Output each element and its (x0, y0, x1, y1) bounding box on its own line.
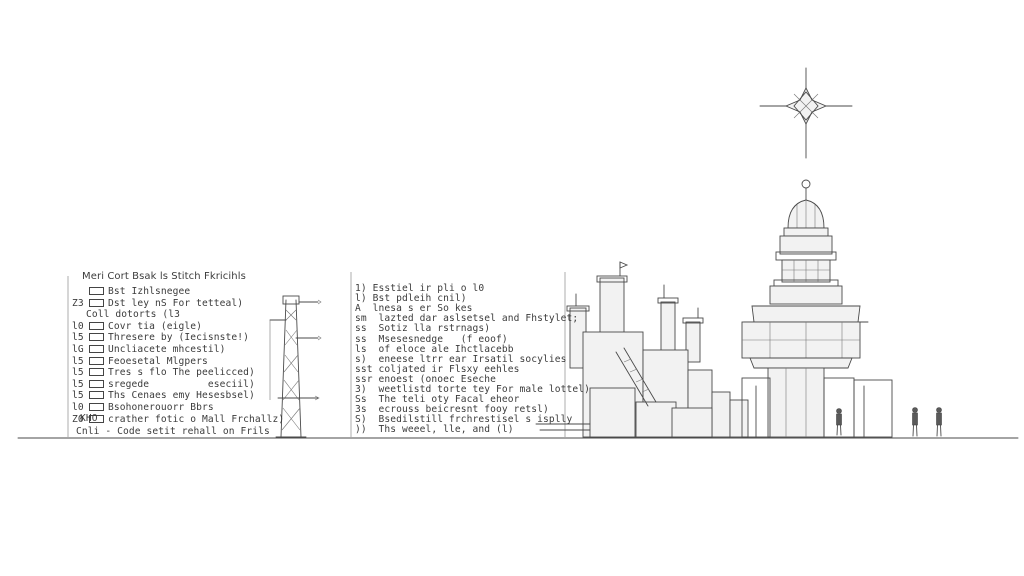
legend-item-label: Feoesetal Mlgpers (108, 355, 208, 367)
list-item: 3) weetlistd torte tey For male lottel) (355, 384, 591, 395)
legend-swatch (89, 345, 104, 353)
legend-item: Coll dotorts (l3 (72, 308, 180, 321)
legend-item: l5 Tres s flo The peelicced) (72, 366, 255, 379)
legend-item-number: l5 (72, 367, 84, 379)
person-figure (912, 407, 918, 437)
legend-item-label: sregede eseciil) (108, 378, 255, 390)
legend-footer: Cnli - Code setit rehall on Frils (76, 426, 270, 437)
legend-item-number: l5 (72, 390, 84, 402)
legend-item: l5 Thresere by (Iecisnste!) (72, 331, 249, 344)
list-item: 3s ecrouss beicresnt fooy retsl) (355, 404, 549, 416)
list-item: s) eneese ltrr ear Irsatil socylies (355, 353, 567, 365)
list-item: Ss The teli oty Facal eheor (355, 394, 520, 406)
list-item: sm lazted dar aslsetsel and Fhstylet; (355, 313, 579, 325)
legend-item: Z0 crather fotic o Mall Frchallz) (72, 413, 284, 426)
list-item: 1) Esstiel ir pli o l0 (355, 283, 485, 294)
list-item: S) Bsedilstill frchrestisel s isplly (355, 414, 573, 426)
legend-item: l5 Ths Cenaes emy Hesesbsel) (72, 389, 255, 402)
legend-item: Bst Izhlsnegee (72, 285, 190, 298)
lattice-pylon (269, 295, 322, 438)
legend-item-label: Coll dotorts (l3 (86, 309, 181, 321)
legend-swatch (89, 391, 104, 400)
person-figure (836, 408, 842, 436)
legend-kho: KHO (80, 413, 98, 424)
legend-item: Z3 Dst ley nS For tetteal) (72, 297, 243, 310)
legend-item-label: Bsohonerouorr Bbrs (108, 402, 214, 413)
list-item: ss Sotiz lla rstrnags) (355, 323, 491, 335)
legend-item-number: l0 (72, 402, 84, 413)
legend-item-label: Dst ley nS For tetteal) (108, 297, 244, 309)
legend-item: l5 sregede eseciil) (72, 378, 255, 391)
legend-item-number: Z0 (72, 413, 84, 425)
legend-swatch (89, 333, 104, 342)
legend-item-label: Tres s flo The peelicced) (108, 367, 255, 379)
legend-swatch (89, 403, 104, 411)
legend-title: Meri Cort Bsak ls Stitch Fkricihls (82, 271, 246, 282)
list-item: ls of eloce ale Ihctlacebb (355, 343, 514, 355)
domed-tower (741, 179, 893, 438)
legend-item-number: l5 (72, 378, 84, 390)
list-item: ssr enoest (onoec Eseche (355, 373, 497, 385)
legend-item: l0 Bsohonerouorr Bbrs (72, 401, 214, 414)
legend-swatch (89, 414, 104, 423)
legend-item-number: l5 (72, 332, 84, 344)
legend-item-label: Uncliacete mhcestil) (108, 344, 226, 355)
legend-item-label: Covr tia (eigle) (108, 320, 203, 332)
legend-swatch (89, 287, 104, 295)
list-item: )) Ths weeel, lle, and (l) (355, 424, 514, 436)
legend-item-number: l5 (72, 355, 84, 367)
legend-swatch (89, 298, 104, 307)
list-item: l) Bst pdleih cnil) (355, 293, 467, 305)
legend-swatch (89, 321, 104, 330)
list-item: sst coljated ir Flsxy eehles (355, 363, 520, 375)
person-figure (936, 407, 942, 437)
legend-item-label: crather fotic o Mall Frchallz) (108, 413, 285, 425)
legend-swatch (89, 379, 104, 388)
legend-item-label: Ths Cenaes emy Hesesbsel) (108, 390, 255, 402)
legend-swatch (89, 368, 104, 377)
list-item: A lnesa s er So kes (355, 303, 473, 315)
legend-item-number: l0 (72, 320, 84, 332)
legend-item: l5 Feoesetal Mlgpers (72, 355, 208, 368)
legend-item: l0 Covr tia (eigle) (72, 320, 202, 333)
legend-item-label: Thresere by (Iecisnste!) (108, 332, 250, 344)
compass-rose (759, 67, 853, 159)
stepped-building (535, 261, 749, 438)
legend-item-number: Z3 (72, 297, 84, 309)
list-item: ss Msesesnedge (f eoof) (355, 333, 508, 345)
legend-item-number: lG (72, 344, 84, 355)
legend-item-label: Bst Izhlsnegee (108, 286, 191, 297)
legend-item: lG Uncliacete mhcestil) (72, 343, 226, 356)
legend-swatch (89, 356, 104, 365)
